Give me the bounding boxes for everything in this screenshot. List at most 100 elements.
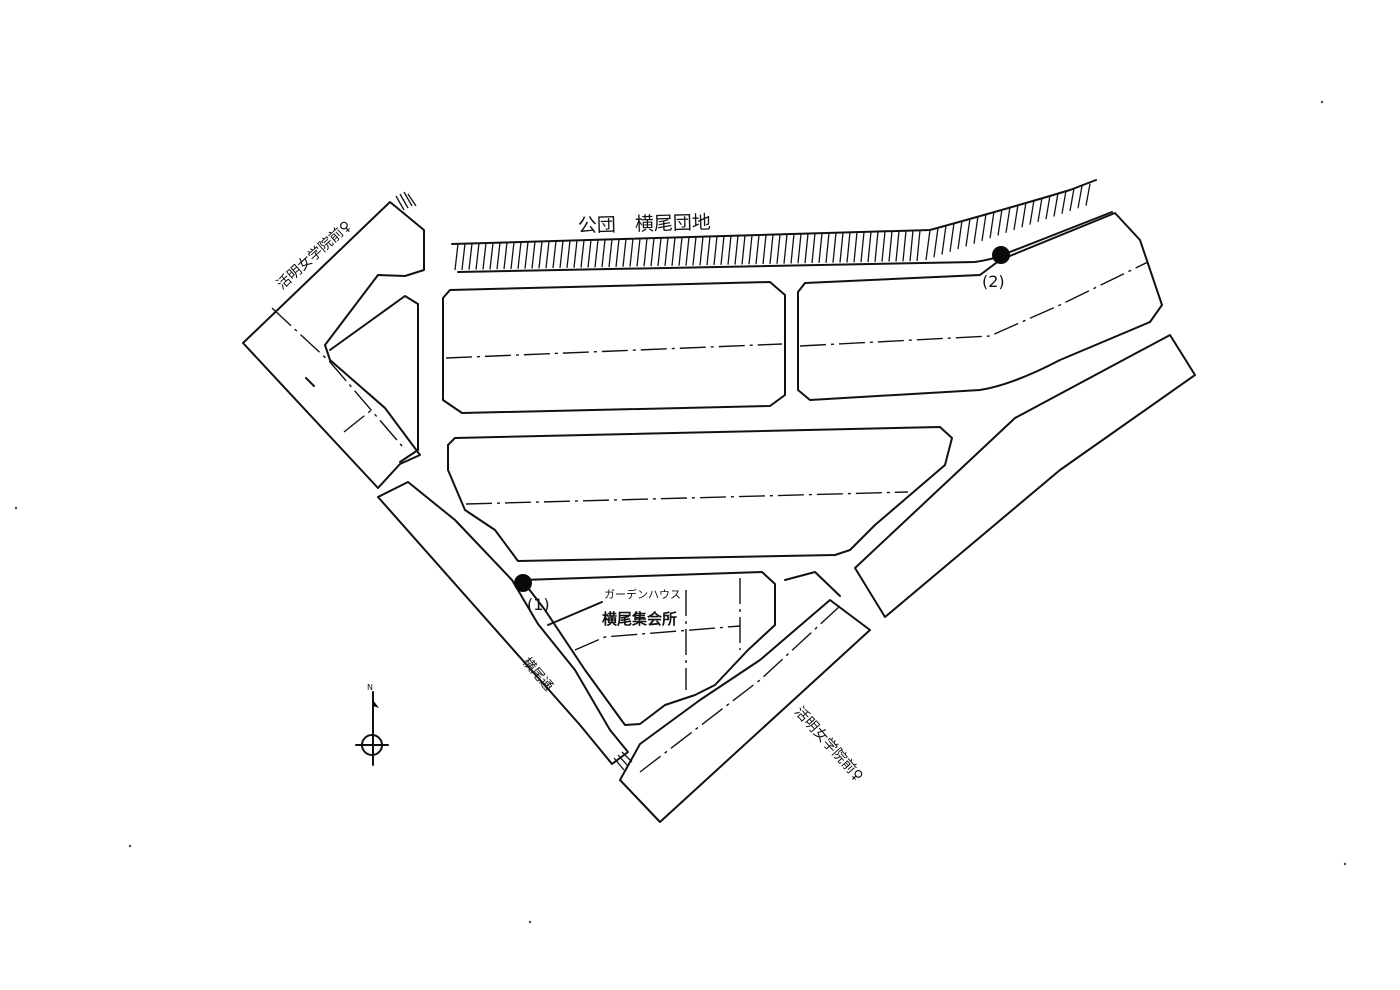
hatch-mark <box>538 241 543 269</box>
hatch-mark <box>678 237 683 266</box>
hatch-mark <box>608 239 613 268</box>
hatch-mark <box>1021 202 1027 228</box>
hatch-mark <box>776 234 781 264</box>
hatch-mark <box>797 233 802 264</box>
block-c <box>447 426 953 562</box>
hatch-mark <box>881 231 886 262</box>
hatch-mark <box>629 238 634 267</box>
hatch-mark <box>685 236 690 266</box>
bus-stop-northwest-label: 活明女学院前♀ <box>273 217 354 293</box>
northwest-road-tick <box>305 377 315 387</box>
hatch-mark <box>989 211 995 239</box>
survey-point-2 <box>992 246 1010 264</box>
hatch-mark <box>933 227 939 258</box>
hatch-mark <box>482 242 487 270</box>
hatch-mark <box>643 238 648 267</box>
hatch-mark <box>713 236 718 266</box>
speck <box>1343 862 1347 866</box>
hatch-mark <box>734 235 739 265</box>
hatch-mark <box>1005 206 1011 233</box>
hatch-mark <box>790 233 795 264</box>
hatch-mark <box>650 238 655 267</box>
hatch-mark <box>997 209 1003 236</box>
hatch-mark <box>531 241 536 269</box>
survey-point-1 <box>514 574 532 592</box>
block-a <box>442 281 786 414</box>
hatch-mark <box>573 240 578 268</box>
hatch-mark <box>755 234 760 265</box>
east-strip <box>854 334 1196 618</box>
southeast-road-edge <box>784 571 841 597</box>
hatch-mark <box>594 239 599 268</box>
hatch-mark <box>587 239 592 268</box>
hatch-mark <box>636 238 641 267</box>
hatch-mark <box>895 230 900 262</box>
hatch-mark <box>524 241 529 269</box>
northwest-road-crossline <box>343 407 375 433</box>
hatch-mark <box>839 232 844 263</box>
embankment-hatching <box>454 183 1091 271</box>
hatch-mark <box>552 240 557 269</box>
northwest-road-end <box>395 191 417 211</box>
hatch-mark <box>489 242 494 270</box>
hatch-mark <box>909 230 914 262</box>
hatch-mark <box>741 235 746 265</box>
hatch-mark <box>1069 188 1075 212</box>
hatch-mark <box>973 216 979 244</box>
speck <box>528 920 532 924</box>
speck <box>14 506 18 510</box>
hatch-mark <box>957 220 963 250</box>
north-arrow-label: N <box>367 683 373 692</box>
hatch-mark <box>949 222 955 252</box>
hatch-mark <box>475 243 480 270</box>
hatch-mark <box>657 237 662 267</box>
facility-leader <box>547 601 603 626</box>
facility-name-line-1: ガーデンハウス <box>604 587 681 601</box>
hatch-mark <box>874 231 879 262</box>
block-d-parcel-line-1 <box>574 625 741 651</box>
hatch-mark <box>853 232 858 263</box>
hatch-mark <box>517 241 522 269</box>
hatch-mark <box>664 237 669 267</box>
northwest-road-centerline <box>271 307 403 447</box>
hatch-mark <box>867 231 872 263</box>
hatch-mark <box>818 233 823 264</box>
hatch-mark <box>468 243 473 270</box>
hatch-mark <box>925 229 931 261</box>
southeast-road <box>619 599 871 823</box>
block-c-centerline <box>465 491 909 505</box>
hatch-mark <box>1085 183 1091 206</box>
block-d <box>521 571 776 726</box>
hatch-mark <box>804 233 809 264</box>
hatch-mark <box>965 218 971 247</box>
southeast-road-centerline <box>639 605 841 773</box>
speck <box>128 844 132 848</box>
hatch-mark <box>503 242 508 270</box>
hatch-mark <box>692 236 697 266</box>
bus-stop-southeast-label: 活明女学院前♀ <box>791 703 867 784</box>
northwest-connector <box>329 295 419 463</box>
hatch-mark <box>601 239 606 268</box>
block-b-centerline <box>799 261 1149 347</box>
speck <box>1320 100 1324 104</box>
hatch-mark <box>699 236 704 266</box>
hatch-mark <box>832 232 837 263</box>
hatch-mark <box>706 236 711 266</box>
hatch-mark <box>559 240 564 269</box>
hatch-mark <box>580 240 585 268</box>
hatch-mark <box>454 243 459 271</box>
hatch-mark <box>783 234 788 264</box>
hatch-mark <box>671 237 676 266</box>
hatch-mark <box>720 235 725 265</box>
hatch-mark <box>902 230 907 262</box>
complex-name-label: 公団 横尾団地 <box>578 212 712 237</box>
hatch-mark <box>727 235 732 265</box>
hatch-mark <box>941 225 947 255</box>
hatch-mark <box>615 239 620 267</box>
hatch-mark <box>888 231 893 262</box>
hatch-mark <box>510 242 515 269</box>
hatch-mark <box>811 233 816 264</box>
hatch-mark <box>860 231 865 263</box>
block-b <box>797 212 1163 401</box>
